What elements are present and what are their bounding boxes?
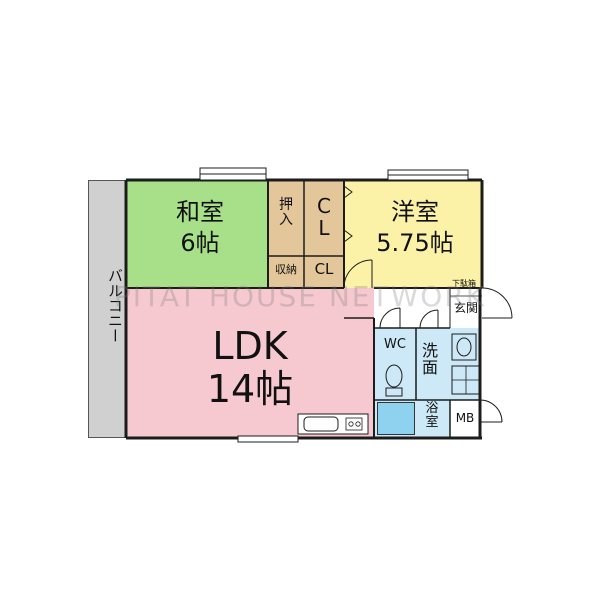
cl-upper-closet	[304, 180, 344, 256]
mb-meter-box	[450, 400, 480, 438]
ldk-upper-extension	[344, 288, 374, 318]
youshitsu-name: 洋室	[391, 198, 439, 226]
cl-upper-label: CL	[306, 195, 342, 239]
senmen-text: 洗面	[421, 341, 438, 377]
ldk-size: 14帖	[206, 367, 294, 411]
oshiire-text: 押入	[279, 197, 293, 228]
oshiire-closet	[268, 180, 304, 256]
senmen-label: 洗面	[418, 341, 442, 377]
youshitsu-size: 5.75帖	[376, 229, 454, 257]
getabako-label: 下駄箱	[452, 279, 476, 288]
balcony-label: バルコニー	[106, 268, 124, 343]
senmen-washroom	[416, 328, 480, 400]
bathtub	[377, 402, 415, 435]
ldk-room	[126, 288, 374, 438]
mb-label: MB	[455, 411, 475, 425]
cl-lower-label: CL	[314, 260, 334, 278]
washitsu-room	[126, 180, 268, 288]
balcony	[88, 180, 126, 438]
genkan-entrance	[450, 288, 480, 328]
yokushitsu-label: 浴室	[419, 402, 445, 429]
cl-upper-text: CL	[317, 194, 331, 240]
cl-lower-closet	[304, 256, 344, 288]
genkan-label: 玄関	[453, 301, 478, 315]
hallway	[374, 288, 450, 328]
yokushitsu-text: 浴室	[425, 401, 439, 430]
shuno-label: 収納	[275, 263, 297, 276]
oshiire-label: 押入	[270, 197, 302, 228]
shuno-storage	[268, 256, 304, 288]
youshitsu-room	[344, 180, 482, 288]
washitsu-name: 和室	[176, 198, 224, 226]
wc-label: WC	[384, 337, 406, 352]
ldk-name: LDK	[212, 324, 288, 368]
washitsu-size: 6帖	[180, 229, 220, 257]
watermark-text: PITAT HOUSE NETWORK	[113, 280, 487, 313]
